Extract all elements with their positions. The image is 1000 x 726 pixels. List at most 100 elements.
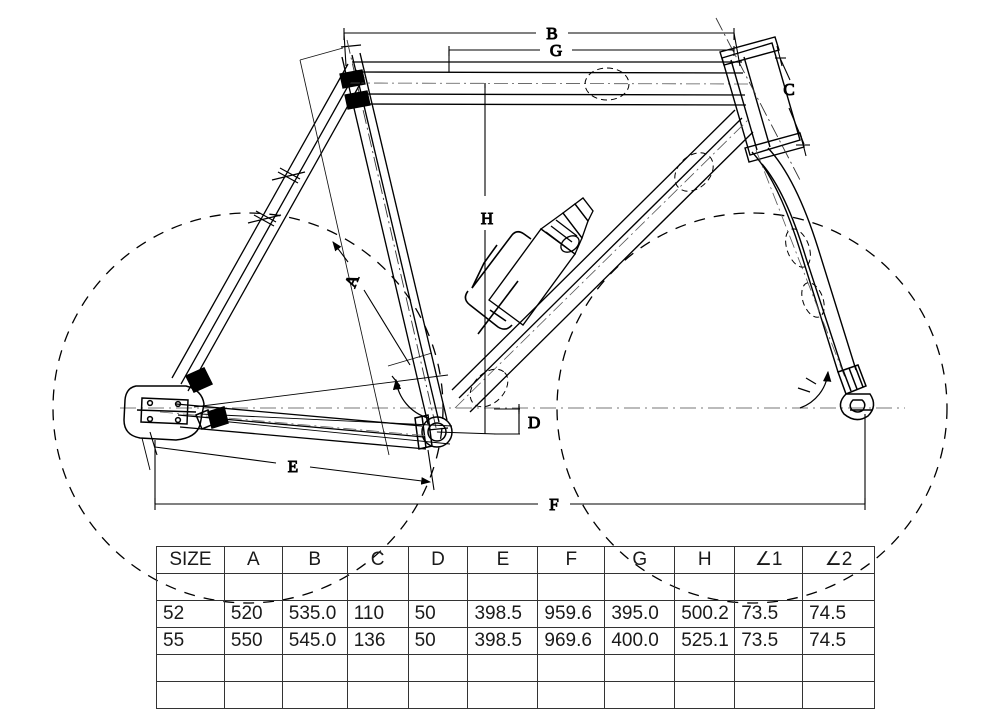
cell-empty[interactable]	[407, 573, 469, 601]
cell-empty[interactable]	[281, 681, 348, 709]
cell-c[interactable]: 136	[346, 627, 409, 655]
cell-f[interactable]: 959.6	[537, 600, 606, 628]
dimension-A	[332, 241, 411, 366]
dimension-B	[343, 28, 741, 67]
column-header-d: D	[407, 546, 469, 574]
cell-empty[interactable]	[467, 681, 539, 709]
column-header-size: SIZE	[156, 546, 225, 574]
seatstay-bridge-upper	[271, 167, 306, 184]
dimension-label-H: H	[481, 209, 493, 228]
column-header-angle2: ∠2	[802, 546, 875, 574]
cell-empty[interactable]	[537, 654, 606, 682]
seat-tube-angle-arc	[391, 375, 429, 419]
table-row[interactable]: 52 520 535.0 110 50 398.5 959.6 395.0 50…	[156, 600, 875, 628]
cell-size[interactable]: 55	[156, 627, 225, 655]
cell-empty[interactable]	[223, 681, 283, 709]
front-dropout	[837, 364, 875, 421]
cell-b[interactable]: 535.0	[281, 600, 348, 628]
down-tube-weld-ellipse	[469, 152, 714, 408]
down-tube-centerline	[454, 119, 749, 409]
cell-g[interactable]: 400.0	[604, 627, 676, 655]
top-tube-weld-ellipse	[584, 67, 630, 101]
dropout-leader-lines	[141, 374, 453, 471]
cell-h[interactable]: 500.2	[674, 600, 736, 628]
cell-g[interactable]: 395.0	[604, 600, 676, 628]
cell-empty[interactable]	[346, 654, 409, 682]
cell-empty[interactable]	[734, 573, 804, 601]
cell-empty[interactable]	[407, 681, 469, 709]
cell-angle1[interactable]: 73.5	[734, 600, 804, 628]
cell-e[interactable]: 398.5	[467, 600, 539, 628]
cell-f[interactable]: 969.6	[537, 627, 606, 655]
column-header-c: C	[346, 546, 409, 574]
cell-empty[interactable]	[802, 654, 875, 682]
dimension-C	[775, 45, 810, 157]
cell-empty[interactable]	[467, 654, 539, 682]
column-header-e: E	[467, 546, 539, 574]
cell-empty[interactable]	[674, 681, 736, 709]
top-tube	[352, 61, 747, 106]
fork-weld-ellipse	[785, 228, 825, 318]
cell-empty[interactable]	[467, 573, 539, 601]
dimension-label-A: A	[341, 271, 363, 290]
cell-empty[interactable]	[537, 681, 606, 709]
seatstay-bridge-lower	[247, 210, 282, 227]
column-header-f: F	[537, 546, 606, 574]
cell-d[interactable]: 50	[407, 600, 469, 628]
table-row[interactable]: 55 550 545.0 136 50 398.5 969.6 400.0 52…	[156, 627, 875, 655]
cell-angle2[interactable]: 74.5	[802, 627, 875, 655]
head-angle-arc	[797, 370, 832, 409]
dimension-label-E: E	[288, 457, 298, 476]
table-row[interactable]	[156, 573, 875, 601]
table-header-row: SIZE A B C D E F G H ∠1 ∠2	[156, 546, 875, 574]
seatstay	[171, 63, 365, 392]
table-row[interactable]	[156, 681, 875, 709]
down-tube	[451, 109, 754, 413]
cell-empty[interactable]	[223, 573, 283, 601]
cell-angle1[interactable]: 73.5	[734, 627, 804, 655]
table-row[interactable]	[156, 654, 875, 682]
dimension-label-G: G	[550, 41, 562, 60]
cell-empty[interactable]	[156, 654, 225, 682]
cell-a[interactable]: 520	[223, 600, 283, 628]
dimension-G	[448, 46, 735, 72]
frame-spec-table[interactable]: SIZE A B C D E F G H ∠1 ∠2 52 520 535.0 …	[156, 546, 875, 709]
cell-empty[interactable]	[734, 654, 804, 682]
dimension-F	[154, 414, 866, 510]
cell-angle2[interactable]: 74.5	[802, 600, 875, 628]
cell-b[interactable]: 545.0	[281, 627, 348, 655]
cell-empty[interactable]	[156, 573, 225, 601]
cell-empty[interactable]	[802, 681, 875, 709]
dimension-label-C: C	[783, 80, 794, 99]
column-header-a: A	[223, 546, 283, 574]
column-header-angle1: ∠1	[734, 546, 804, 574]
cell-empty[interactable]	[734, 681, 804, 709]
column-header-h: H	[674, 546, 736, 574]
cell-a[interactable]: 550	[223, 627, 283, 655]
cell-h[interactable]: 525.1	[674, 627, 736, 655]
cell-size[interactable]: 52	[156, 600, 225, 628]
cell-empty[interactable]	[674, 573, 736, 601]
seat-tube-guide-box	[299, 47, 433, 456]
cell-empty[interactable]	[281, 654, 348, 682]
cell-e[interactable]: 398.5	[467, 627, 539, 655]
cell-empty[interactable]	[223, 654, 283, 682]
cell-empty[interactable]	[802, 573, 875, 601]
cell-empty[interactable]	[604, 681, 676, 709]
cell-c[interactable]: 110	[346, 600, 409, 628]
top-tube-centerline	[349, 82, 749, 85]
cell-empty[interactable]	[346, 681, 409, 709]
cell-empty[interactable]	[537, 573, 606, 601]
cell-empty[interactable]	[604, 573, 676, 601]
chainstay-centerline	[159, 411, 431, 437]
cell-empty[interactable]	[604, 654, 676, 682]
cell-empty[interactable]	[156, 681, 225, 709]
cell-empty[interactable]	[281, 573, 348, 601]
cell-empty[interactable]	[674, 654, 736, 682]
cell-empty[interactable]	[346, 573, 409, 601]
cell-empty[interactable]	[407, 654, 469, 682]
cell-d[interactable]: 50	[407, 627, 469, 655]
head-tube-centerline	[715, 17, 801, 181]
